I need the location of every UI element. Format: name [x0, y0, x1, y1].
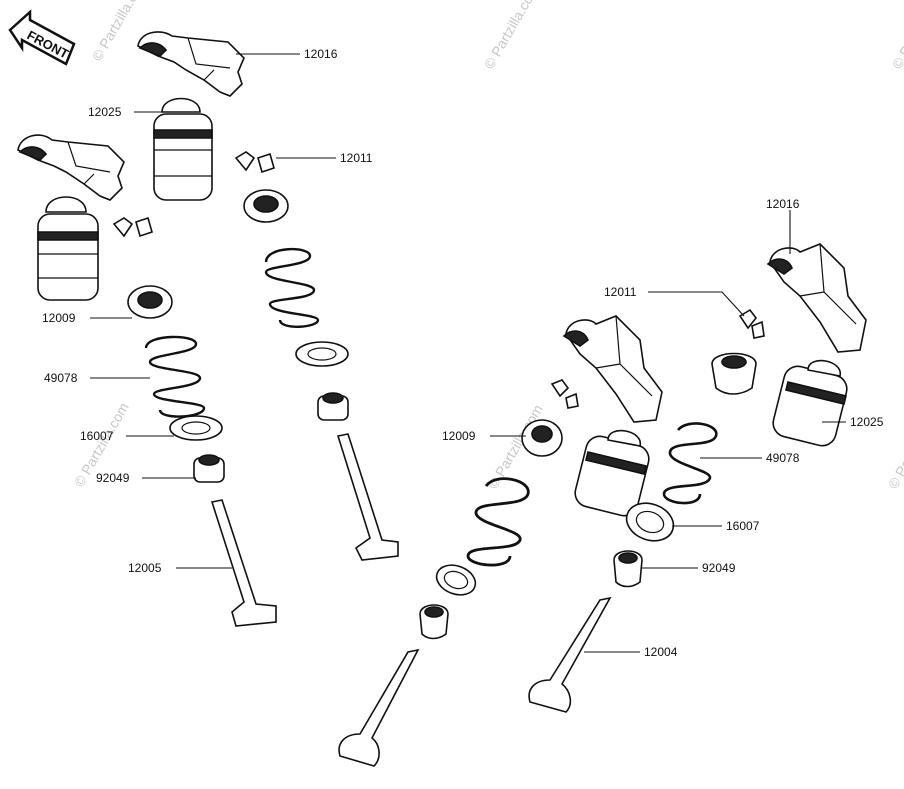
label-12011-right: 12011	[604, 285, 637, 299]
label-12009-left: 12009	[42, 311, 76, 325]
label-12016-left: 12016	[304, 47, 338, 61]
watermark-edge-right: © Partzilla.com	[889, 0, 904, 72]
spring-seat-upper	[295, 341, 349, 367]
valve-exhaust-upper	[336, 433, 399, 561]
valve-cotter-right	[738, 308, 765, 339]
valve-cotter-upper	[234, 151, 275, 174]
rocker-arm-upper-right	[766, 243, 867, 353]
valve-intake-center	[338, 648, 420, 767]
spring-retainer-upper	[243, 189, 289, 223]
label-12009-center: 12009	[442, 429, 476, 443]
valve-intake-right	[528, 596, 612, 713]
valve-spring-upper	[264, 247, 320, 328]
valve-exhaust-left	[210, 499, 277, 627]
label-92049-right: 92049	[702, 561, 736, 575]
label-12005: 12005	[128, 561, 162, 575]
valve-spring-center	[466, 477, 530, 567]
tappet-lower-left	[37, 196, 99, 301]
watermark-mid-right: © Partzilla.com	[885, 402, 904, 492]
label-12004: 12004	[644, 645, 678, 659]
rocker-arm-center	[562, 315, 663, 423]
spring-retainer-center	[521, 419, 563, 457]
oil-seal-left	[193, 454, 225, 483]
spring-seat-left	[169, 415, 223, 441]
valve-cotter-center	[550, 379, 579, 409]
tappet-right	[772, 359, 848, 447]
valve-spring-left	[144, 335, 206, 418]
watermark-top: © Partzilla.com	[89, 0, 150, 64]
label-12016-right: 12016	[766, 197, 800, 211]
valve-cotter-lower	[112, 216, 153, 238]
spring-seat-right	[625, 502, 675, 542]
valve-spring-right	[662, 422, 718, 505]
front-arrow-badge: FRONT	[8, 9, 76, 66]
part-labels: 12016 12025 12011 12009 49078 16007 9204…	[42, 47, 884, 659]
tappet-center	[574, 429, 650, 517]
label-12011-left: 12011	[340, 151, 373, 165]
label-16007-right: 16007	[726, 519, 760, 533]
label-49078-right: 49078	[766, 451, 800, 465]
label-12025-right: 12025	[850, 415, 884, 429]
rocker-arm-lower-left	[17, 134, 125, 201]
label-49078-left: 49078	[44, 371, 78, 385]
tappet-upper-left	[153, 97, 213, 201]
spring-retainer-right	[711, 352, 757, 395]
oil-seal-right	[613, 550, 643, 588]
label-12025-left: 12025	[88, 105, 122, 119]
rocker-arm-upper-left	[137, 31, 245, 97]
watermark-top-right: © Partzilla.com	[481, 0, 542, 72]
oil-seal-center	[419, 604, 449, 640]
spring-retainer-left	[127, 285, 173, 319]
label-16007-left: 16007	[80, 429, 114, 443]
label-92049-left: 92049	[96, 471, 130, 485]
spring-seat-center	[435, 564, 477, 596]
oil-seal-upper	[317, 392, 349, 421]
leader-lines	[90, 53, 846, 653]
